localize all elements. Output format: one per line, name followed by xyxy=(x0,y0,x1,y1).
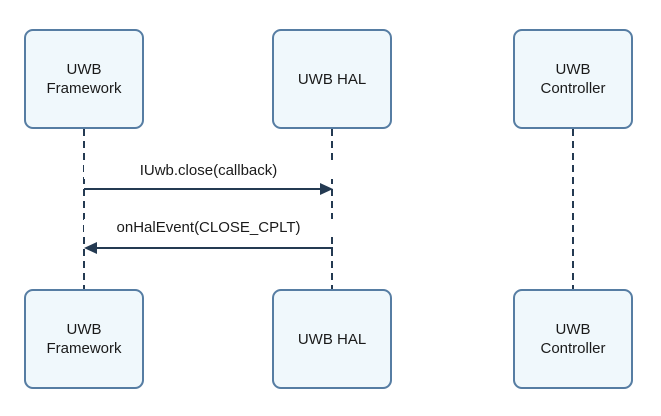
actor-label: UWB HAL xyxy=(297,70,367,88)
actor-uwb-hal-top: UWB HAL xyxy=(272,29,392,129)
lifeline-uwb-controller xyxy=(572,129,574,289)
message-arrow-close xyxy=(84,188,322,190)
actor-label: UWB Framework xyxy=(46,61,122,97)
actor-uwb-framework-bottom: UWB Framework xyxy=(24,289,144,389)
arrowhead-right-icon xyxy=(320,183,333,195)
message-arrow-onhalevent xyxy=(96,247,333,249)
actor-label: UWB HAL xyxy=(297,330,367,348)
lifeline-uwb-framework xyxy=(83,129,85,289)
arrowhead-left-icon xyxy=(84,242,97,254)
actor-label: UWB Controller xyxy=(540,321,606,357)
actor-uwb-controller-bottom: UWB Controller xyxy=(513,289,633,389)
actor-label: UWB Framework xyxy=(46,321,122,357)
actor-uwb-controller-top: UWB Controller xyxy=(513,29,633,129)
actor-uwb-framework-top: UWB Framework xyxy=(24,29,144,129)
actor-label: UWB Controller xyxy=(540,61,606,97)
actor-uwb-hal-bottom: UWB HAL xyxy=(272,289,392,389)
message-label-close: IUwb.close(callback) xyxy=(84,162,333,179)
message-label-onhalevent: onHalEvent(CLOSE_CPLT) xyxy=(84,219,333,236)
lifeline-uwb-hal xyxy=(331,129,333,289)
